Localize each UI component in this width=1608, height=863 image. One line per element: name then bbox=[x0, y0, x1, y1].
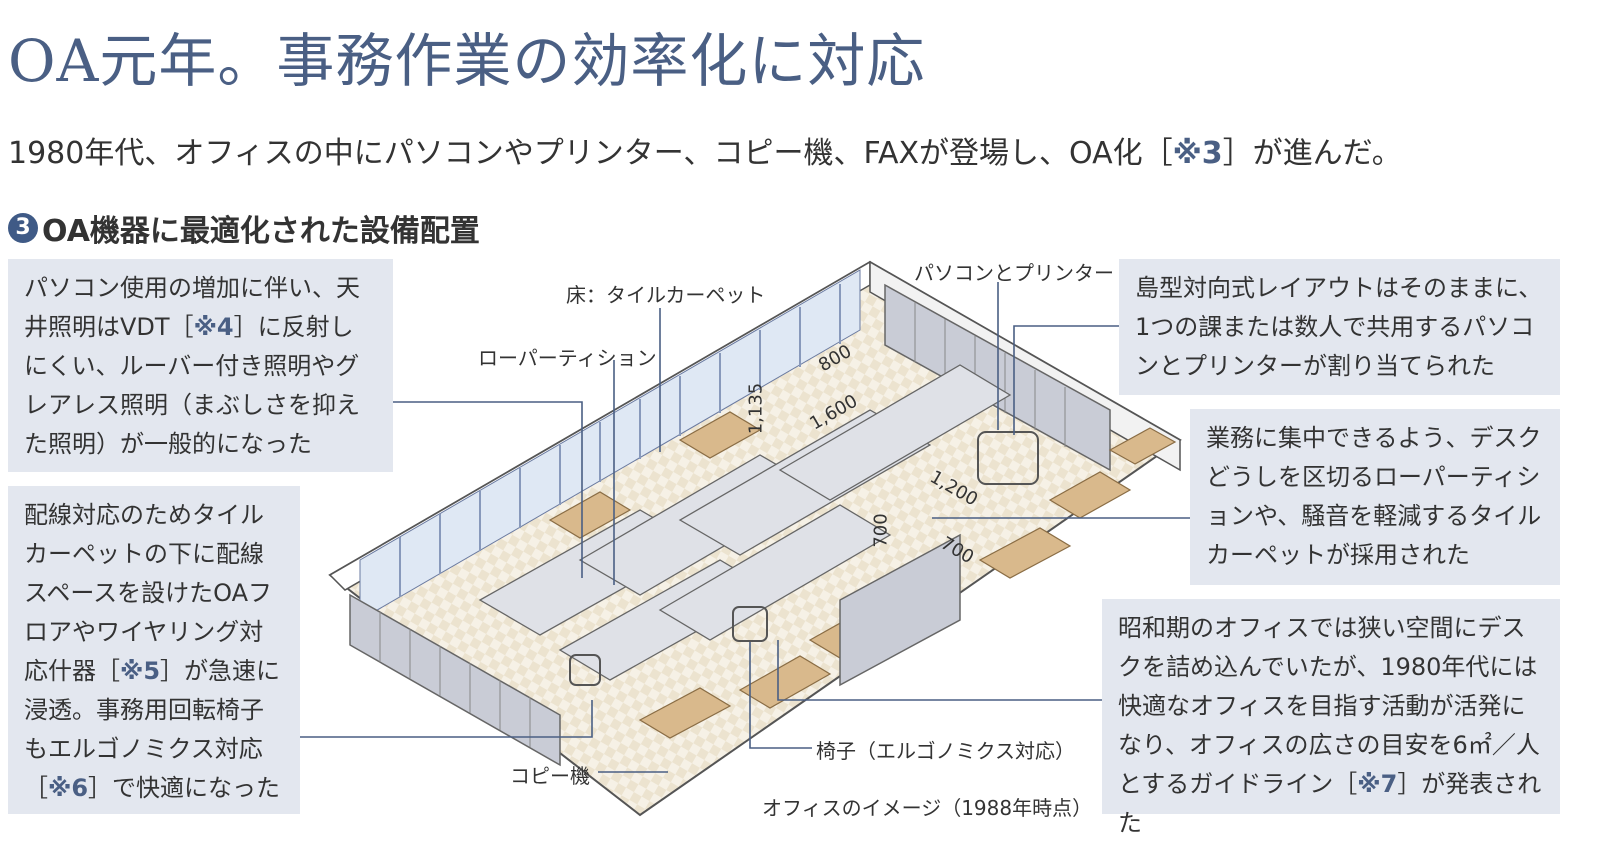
printer-highlight bbox=[732, 606, 768, 642]
dimension-1135: 1,135 bbox=[745, 382, 767, 435]
subtitle-ref: ※3 bbox=[1172, 136, 1223, 171]
callout-showa: 昭和期のオフィスでは狭い空間にデスクを詰め込んでいたが、1980年代には快適なオ… bbox=[1102, 599, 1560, 837]
callout-lighting-text: パソコン使用の増加に伴い、天井照明はVDT［ bbox=[24, 274, 360, 341]
callout-showa-ref: ※7 bbox=[1357, 770, 1398, 798]
callout-floor-ref2: ※6 bbox=[48, 774, 89, 802]
subtitle: 1980年代、オフィスの中にパソコンやプリンター、コピー機、FAXが登場し、OA… bbox=[8, 128, 1402, 172]
callout-lighting-text-end: ］に反射しにくい、ルーバー付き照明やグレアレス照明（まぶしさを抑えた照明）が一般… bbox=[24, 313, 360, 458]
illustration-caption: オフィスのイメージ（1988年時点） bbox=[762, 796, 1093, 820]
callout-floor-text-mid: ］が急速に浸透。事務用回転椅子もエルゴノミクス対応［ bbox=[24, 657, 281, 802]
tan-furniture bbox=[548, 411, 1177, 739]
subtitle-text: 1980年代、オフィスの中にパソコンやプリンター、コピー機、FAXが登場し、OA… bbox=[8, 136, 1173, 171]
callout-island-layout: 島型対向式レイアウトはそのままに、1つの課または数人で共用するパソコンとプリンタ… bbox=[1119, 259, 1560, 395]
callout-partition-text: 業務に集中できるよう、デスクどうしを区切るローパーティションや、騒音を軽減するタ… bbox=[1206, 424, 1542, 569]
section-number-badge: 3 bbox=[8, 213, 38, 243]
leader-lines bbox=[300, 282, 1190, 773]
callout-lighting: パソコン使用の増加に伴い、天井照明はVDT［※4］に反射しにくい、ルーバー付き照… bbox=[8, 259, 393, 472]
label-partition: ローパーティション bbox=[478, 346, 657, 370]
section-heading: 3 OA機器に最適化された設備配置 bbox=[8, 206, 480, 250]
label-floor: 床：タイルカーペット bbox=[566, 283, 766, 307]
chair-highlight bbox=[569, 654, 601, 686]
meeting-room bbox=[839, 533, 961, 687]
callout-floor-text: 配線対応のためタイルカーペットの下に配線スペースを設けたOAフロアやワイヤリング… bbox=[24, 501, 273, 685]
callout-showa-text: 昭和期のオフィスでは狭い空間にデスクを詰め込んでいたが、1980年代には快適なオ… bbox=[1118, 614, 1540, 798]
desk-islands bbox=[478, 364, 1012, 681]
label-pc-printer: パソコンとプリンター bbox=[914, 261, 1114, 285]
callout-floor-ref: ※5 bbox=[120, 657, 161, 685]
locker-bank-left bbox=[349, 593, 561, 767]
section-heading-text: OA機器に最適化された設備配置 bbox=[42, 214, 480, 249]
page-title: OA元年。事務作業の効率化に対応 bbox=[8, 27, 926, 95]
callout-partition: 業務に集中できるよう、デスクどうしを区切るローパーティションや、騒音を軽減するタ… bbox=[1190, 409, 1560, 585]
pc-highlight bbox=[977, 431, 1039, 485]
dimension-700a: 700 bbox=[870, 513, 892, 548]
label-copier: コピー機 bbox=[510, 764, 590, 788]
label-chair: 椅子（エルゴノミクス対応） bbox=[816, 739, 1075, 763]
subtitle-text-end: ］が進んだ。 bbox=[1222, 136, 1402, 171]
callout-island-text: 島型対向式レイアウトはそのままに、1つの課または数人で共用するパソコンとプリンタ… bbox=[1135, 274, 1543, 380]
window-mullions bbox=[399, 284, 841, 597]
callout-floor-text-end: ］で快適になった bbox=[88, 774, 281, 802]
callout-lighting-ref: ※4 bbox=[193, 313, 234, 341]
callout-oa-floor: 配線対応のためタイルカーペットの下に配線スペースを設けたOAフロアやワイヤリング… bbox=[8, 486, 300, 814]
callout-showa-text-end: ］が発表された bbox=[1118, 770, 1542, 837]
